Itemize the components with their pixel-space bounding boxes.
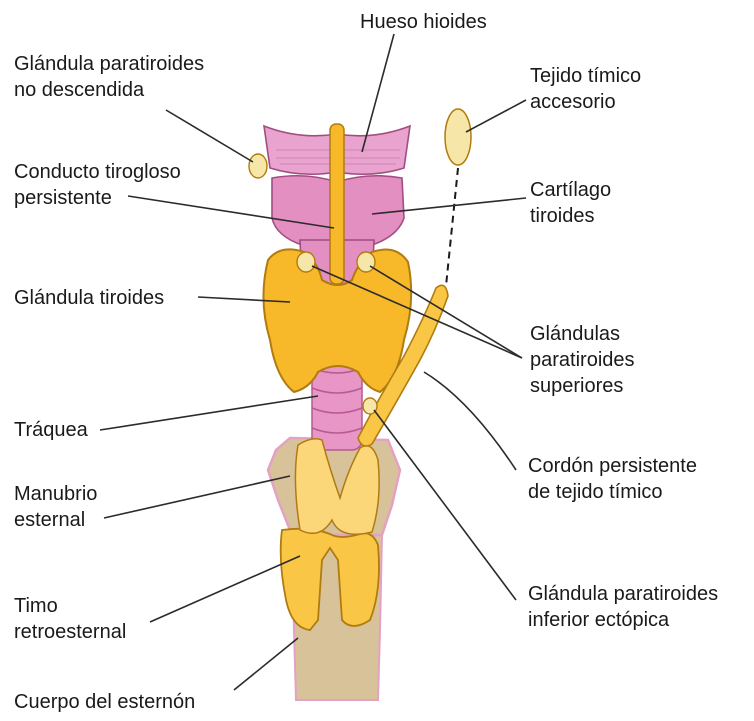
- label-cordon-line1: Cordón persistente: [528, 454, 697, 478]
- thyroglossal-duct: [330, 124, 344, 284]
- label-paratiroides-inferior-line1: Glándula paratiroides: [528, 582, 718, 606]
- label-traquea: Tráquea: [14, 418, 88, 442]
- label-cordon-line2: de tejido tímico: [528, 480, 663, 504]
- leader-tejido-timico: [466, 100, 526, 132]
- label-cuerpo-esternon: Cuerpo del esternón: [14, 690, 195, 714]
- leader-cordon: [424, 372, 516, 470]
- label-tejido-timico-line1: Tejido tímico: [530, 64, 641, 88]
- label-manubrio-line2: esternal: [14, 508, 85, 532]
- leader-cuerpo-esternon: [234, 638, 298, 690]
- leader-timo: [150, 556, 300, 622]
- accessory-thymus: [445, 109, 471, 165]
- label-cartilago-line2: tiroides: [530, 204, 594, 228]
- leader-paratiroides-inferior: [374, 410, 516, 600]
- label-paratiroides-inferior-line2: inferior ectópica: [528, 608, 669, 632]
- label-timo-line2: retroesternal: [14, 620, 126, 644]
- leader-traquea: [100, 396, 318, 430]
- label-manubrio-line1: Manubrio: [14, 482, 97, 506]
- superior-parathyroid-left: [297, 252, 315, 272]
- label-glandula-tiroides: Glándula tiroides: [14, 286, 164, 310]
- label-tejido-timico-line2: accesorio: [530, 90, 616, 114]
- undescended-parathyroid: [249, 154, 267, 178]
- thymic-cord-dashed: [446, 168, 458, 286]
- label-hueso-hioides: Hueso hioides: [360, 10, 487, 34]
- label-conducto-tirogloso-line2: persistente: [14, 186, 112, 210]
- label-paratiroides-superiores-line1: Glándulas: [530, 322, 620, 346]
- label-conducto-tirogloso-line1: Conducto tirogloso: [14, 160, 181, 184]
- superior-parathyroid-right: [357, 252, 375, 272]
- label-paratiroides-no-descendida-line1: Glándula paratiroides: [14, 52, 204, 76]
- label-paratiroides-no-descendida-line2: no descendida: [14, 78, 144, 102]
- label-timo-line1: Timo: [14, 594, 58, 618]
- label-paratiroides-superiores-line2: paratiroides: [530, 348, 635, 372]
- leader-paratiroides-no-descendida: [166, 110, 253, 162]
- label-paratiroides-superiores-line3: superiores: [530, 374, 623, 398]
- label-cartilago-line1: Cartílago: [530, 178, 611, 202]
- leader-manubrio: [104, 476, 290, 518]
